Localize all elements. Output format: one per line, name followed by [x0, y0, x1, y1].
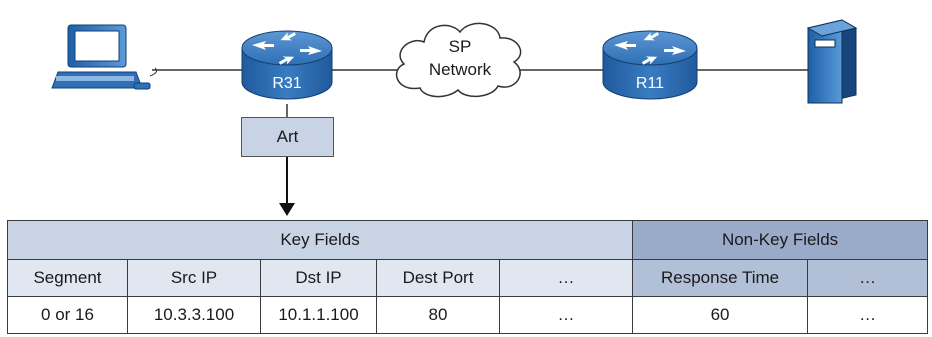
server-icon	[806, 19, 858, 104]
table-cell: …	[498, 296, 634, 334]
cloud-label-line2: Network	[429, 60, 492, 79]
network-topology: R31 SP Network R11	[51, 19, 858, 216]
table-column-header-row: Segment Src IP Dst IP Dest Port … Respon…	[7, 259, 929, 297]
table-cell: 80	[376, 296, 500, 334]
cloud-icon: SP Network	[395, 22, 522, 98]
column-header: Src IP	[127, 259, 261, 297]
column-header: …	[498, 259, 634, 297]
column-header: Segment	[7, 259, 128, 297]
art-label: Art	[276, 127, 299, 146]
table-cell: 0 or 16	[7, 296, 128, 334]
arrowhead	[279, 203, 295, 216]
table-cell: …	[807, 296, 929, 334]
key-fields-header: Key Fields	[6, 220, 634, 260]
column-header: Dst IP	[260, 259, 377, 297]
flow-record-table: Key Fields Non-Key Fields Segment Src IP…	[6, 220, 929, 334]
router-icon: R31	[241, 30, 333, 100]
router-icon: R11	[602, 30, 698, 100]
column-header: Dest Port	[376, 259, 500, 297]
nonkey-fields-header: Non-Key Fields	[632, 220, 929, 260]
table-cell: 10.1.1.100	[260, 296, 377, 334]
cloud-label-line1: SP	[449, 37, 472, 56]
table-group-header-row: Key Fields Non-Key Fields	[6, 220, 929, 260]
router-label: R31	[272, 75, 301, 92]
column-header: Response Time	[632, 259, 809, 297]
pc-icon	[51, 24, 158, 90]
table-cell: 10.3.3.100	[127, 296, 261, 334]
column-header: …	[807, 259, 929, 297]
router-label: R11	[636, 75, 664, 92]
table-cell: 60	[632, 296, 809, 334]
table-row: 0 or 16 10.3.3.100 10.1.1.100 80 … 60 …	[7, 296, 929, 334]
art-monitor-box: Art	[241, 117, 334, 157]
